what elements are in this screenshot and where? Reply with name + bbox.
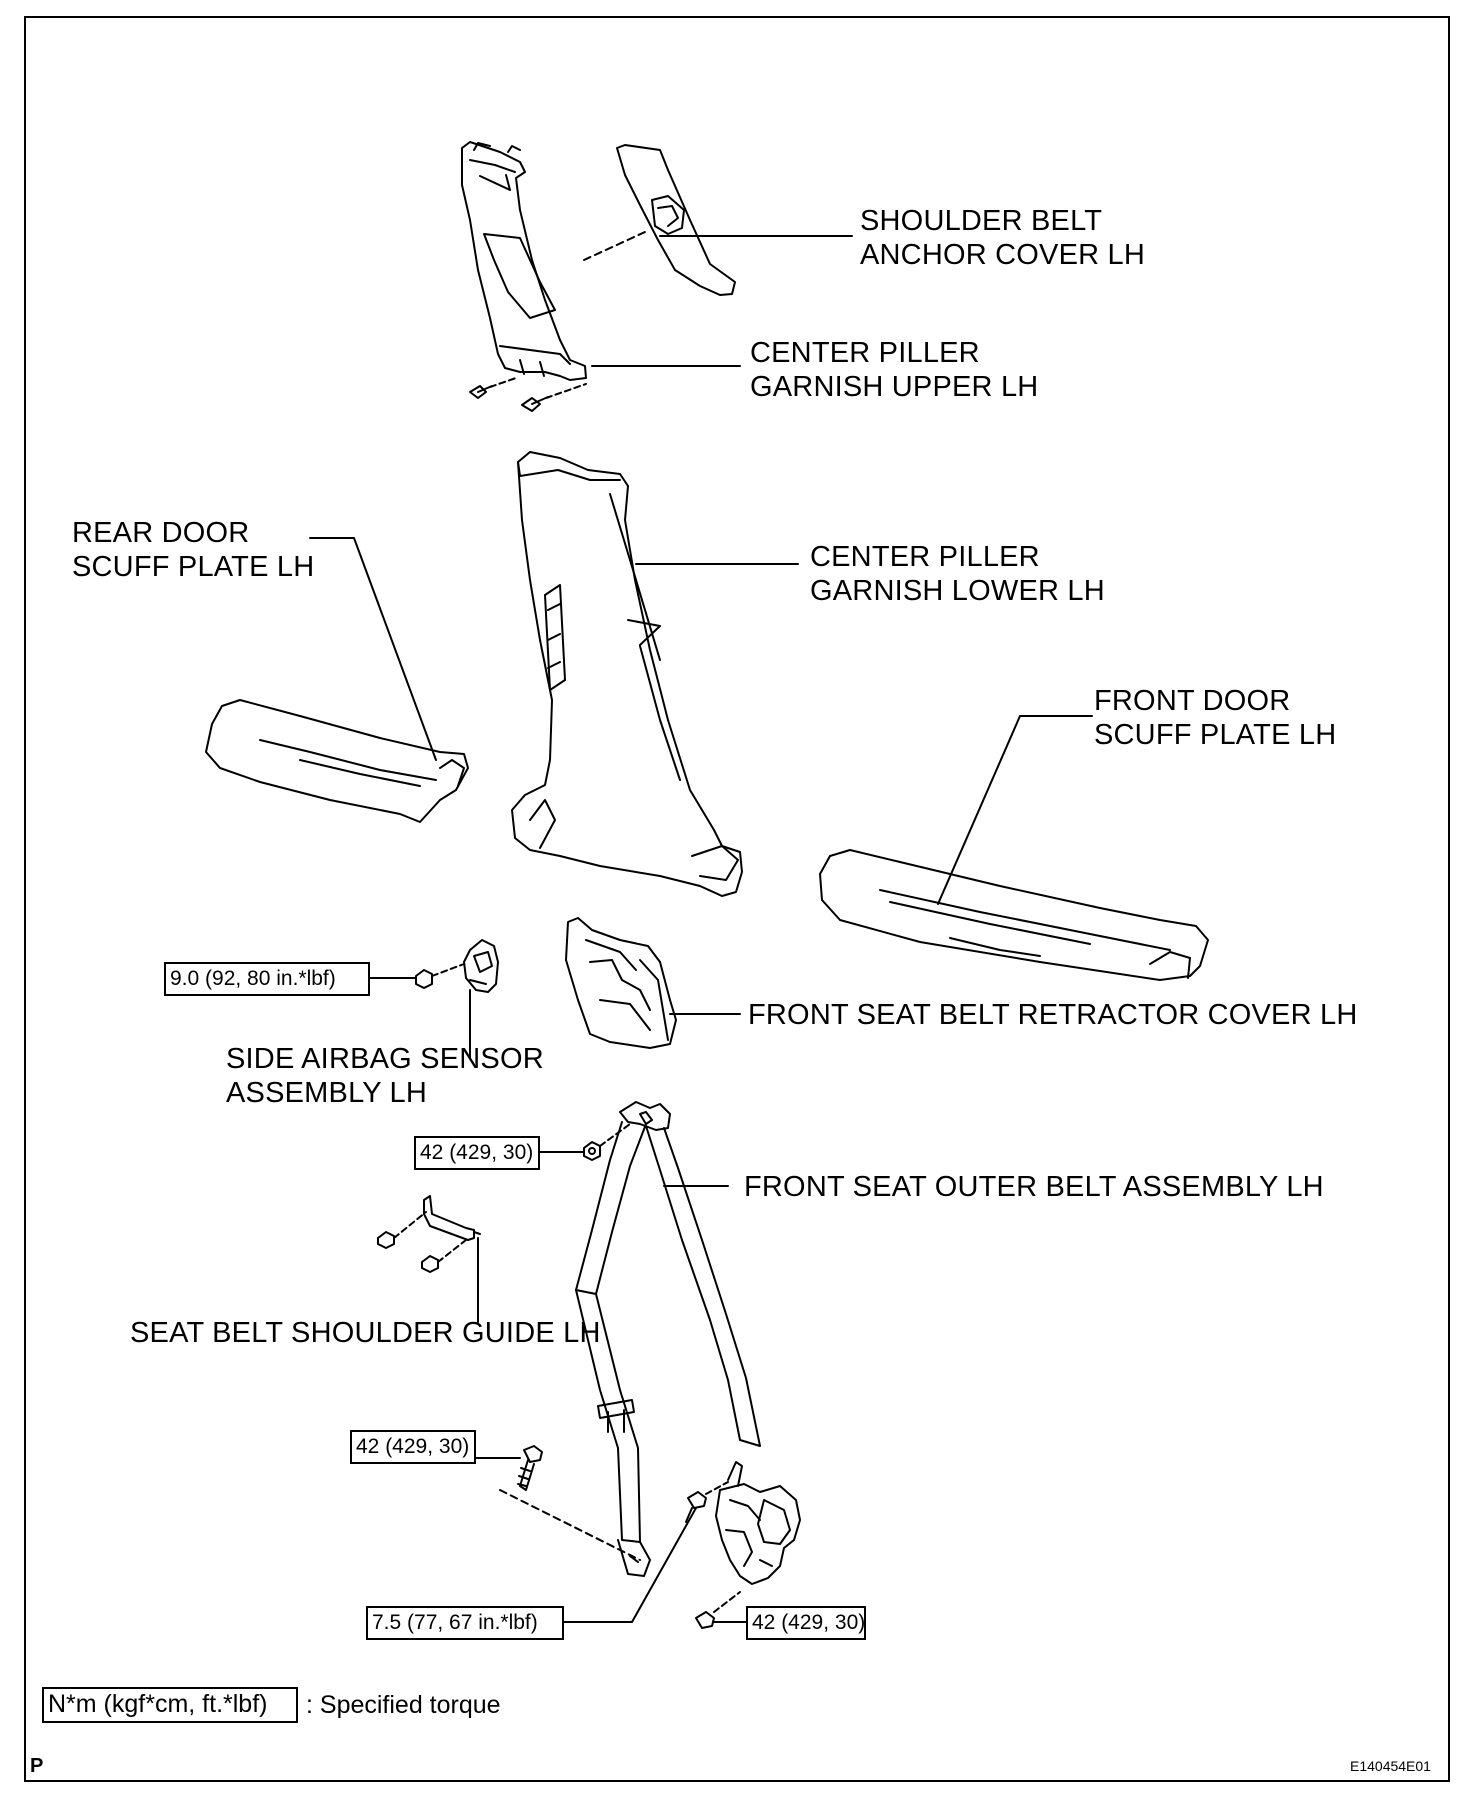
label-shoulder-belt-anchor-cover: SHOULDER BELT ANCHOR COVER LH (860, 205, 1145, 271)
rear-door-scuff-plate-drawing (205, 699, 469, 823)
airbag-sensor-nut-icon (415, 969, 433, 989)
label-center-pillar-garnish-lower: CENTER PILLER GARNISH LOWER LH (810, 541, 1105, 607)
label-front-door-scuff-plate: FRONT DOOR SCUFF PLATE LH (1094, 685, 1337, 751)
torque-airbag-sensor-nut: 9.0 (92, 80 in.*lbf) (164, 962, 370, 996)
retractor-bolt-icon (695, 1611, 715, 1629)
shoulder-belt-anchor-cover-drawing (616, 144, 736, 296)
torque-retractor-bolt: 42 (429, 30) (746, 1606, 866, 1640)
center-pillar-garnish-upper-drawing (461, 141, 587, 381)
upper-garnish-clip-icon (469, 385, 549, 412)
diagram-frame (24, 16, 1450, 1782)
side-airbag-sensor-drawing (463, 939, 499, 993)
label-rear-door-scuff-plate: REAR DOOR SCUFF PLATE LH (72, 517, 315, 583)
torque-belt-upper-anchor: 42 (429, 30) (414, 1136, 540, 1170)
front-door-scuff-plate-drawing (819, 849, 1209, 981)
label-seat-belt-shoulder-guide: SEAT BELT SHOULDER GUIDE LH (130, 1317, 601, 1349)
shoulder-guide-bolt-icon (377, 1231, 439, 1273)
front-seat-belt-retractor-cover-drawing (565, 917, 677, 1049)
legend-description: : Specified torque (306, 1691, 501, 1719)
label-side-airbag-sensor: SIDE AIRBAG SENSOR ASSEMBLY LH (226, 1043, 544, 1109)
figure-id: E140454E01 (1350, 1758, 1431, 1774)
belt-guide-bolt-icon (685, 1491, 707, 1523)
center-pillar-garnish-lower-drawing (511, 451, 743, 897)
retractor-drawing (715, 1461, 801, 1585)
label-front-seat-outer-belt: FRONT SEAT OUTER BELT ASSEMBLY LH (744, 1171, 1324, 1203)
torque-belt-floor-anchor-bolt: 42 (429, 30) (350, 1430, 476, 1464)
belt-upper-anchor-nut-icon (583, 1141, 601, 1161)
torque-belt-guide-bolt: 7.5 (77, 67 in.*lbf) (366, 1606, 564, 1640)
front-seat-outer-belt-drawing (575, 1101, 761, 1577)
legend-torque-box: N*m (kgf*cm, ft.*lbf) (42, 1687, 298, 1723)
label-front-seat-belt-retractor-cover: FRONT SEAT BELT RETRACTOR COVER LH (748, 999, 1358, 1031)
seat-belt-shoulder-guide-drawing (423, 1195, 481, 1241)
label-center-pillar-garnish-upper: CENTER PILLER GARNISH UPPER LH (750, 337, 1039, 403)
belt-floor-anchor-bolt-icon (517, 1445, 543, 1491)
footer-left-mark: P (30, 1755, 44, 1777)
